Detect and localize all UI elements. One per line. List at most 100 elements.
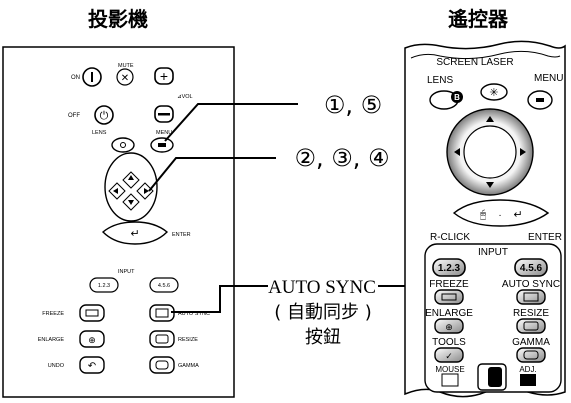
undo-icon: ↶ (88, 361, 96, 372)
mode-switch-knob[interactable] (488, 367, 502, 387)
remote-menu-label: MENU (534, 73, 563, 84)
projector-title: 投影機 (88, 7, 148, 31)
leader-line-auto-sync (171, 285, 268, 313)
remote-gamma-icon (523, 350, 539, 360)
remote-mouse-label: MOUSE (435, 365, 464, 374)
auto-sync-icon (155, 308, 169, 318)
lens-label: LENS (92, 130, 107, 136)
auto-sync-button[interactable] (149, 304, 175, 322)
remote-menu-icon (536, 98, 544, 102)
callout-auto-sync: AUTO SYNC (268, 277, 376, 298)
auto-sync-label: AUTO SYNC (178, 311, 210, 317)
enter-button[interactable] (101, 221, 169, 245)
mute-button[interactable] (116, 68, 134, 86)
remote-lens-label: LENS (427, 75, 453, 86)
remote-auto-sync-label: AUTO SYNC (502, 279, 560, 290)
remote-resize-button[interactable] (516, 318, 546, 334)
minus-icon (158, 113, 170, 116)
remote-right-arrow-icon (520, 148, 526, 156)
enter-icon: ↵ (130, 228, 139, 240)
remote-b-button[interactable] (451, 91, 463, 103)
remote-input-123-label: 1.2.3 (438, 263, 461, 274)
r-click-label: R-CLICK (430, 232, 470, 243)
lens-icon (120, 142, 126, 148)
menu-label: MENU (156, 130, 172, 136)
power-icon: ⏻ (100, 110, 109, 122)
right-arrow-icon (144, 188, 149, 194)
remote-auto-sync-button[interactable] (516, 289, 546, 305)
adjust-mode-icon (520, 374, 536, 386)
magnify-icon: ⊕ (88, 335, 96, 345)
r-click-enter-pill[interactable] (452, 199, 550, 227)
lens-button[interactable] (111, 137, 135, 153)
plus-icon: + (160, 68, 168, 84)
enter-label: ENTER (172, 232, 191, 238)
remote-tools-label: TOOLS (432, 337, 466, 348)
remote-tools-button[interactable] (434, 347, 464, 363)
menu-icon (158, 143, 166, 147)
resize-label: RESIZE (178, 337, 198, 343)
remote-enlarge-button[interactable] (434, 318, 464, 334)
resize-icon (155, 334, 169, 344)
tools-icon: ✓ (445, 351, 453, 361)
gamma-label: GAMMA (178, 363, 199, 369)
input-123-button[interactable] (89, 277, 119, 293)
remote-freeze-icon (441, 293, 457, 301)
mute-label: MUTE (118, 63, 134, 69)
remote-gamma-label: GAMMA (512, 337, 550, 348)
remote-down-arrow-icon (486, 182, 494, 188)
remote-title: 遙控器 (448, 7, 509, 31)
input-456-button[interactable] (149, 277, 179, 293)
remote-magnify-icon: ⊕ (445, 322, 453, 332)
off-button[interactable] (94, 105, 114, 125)
up-arrow-icon (128, 175, 134, 180)
screen-laser-label: SCREEN LASER (436, 57, 513, 68)
callout-step-1-5: ①, ⑤ (324, 91, 382, 119)
undo-button[interactable] (79, 356, 105, 374)
off-label: OFF (68, 113, 80, 119)
remote-gamma-button[interactable] (516, 347, 546, 363)
callout-auto-sync-chinese: ( 自動同步 ) (274, 302, 372, 323)
remote-left-arrow-icon (454, 148, 460, 156)
remote-enlarge-label: ENLARGE (425, 308, 473, 319)
remote-input-456-label: 4.5.6 (520, 263, 543, 274)
remote-enter-icon: ↵ (513, 209, 522, 221)
freeze-button[interactable] (79, 304, 105, 322)
remote-auto-sync-icon (523, 292, 539, 302)
gamma-button[interactable] (149, 356, 175, 374)
volume-up-button[interactable] (154, 67, 174, 85)
on-label: ON (71, 75, 80, 81)
on-icon (91, 72, 93, 82)
gamma-icon (155, 360, 169, 370)
remote-freeze-button[interactable] (434, 289, 464, 305)
down-arrow-icon (128, 200, 134, 205)
freeze-icon (85, 309, 99, 317)
input-456-label: 4.5.6 (158, 283, 170, 289)
left-arrow-icon (113, 188, 118, 194)
remote-input-123-button[interactable] (432, 258, 466, 277)
freeze-label: FREEZE (42, 311, 64, 317)
undo-label: UNDO (48, 363, 65, 369)
enlarge-button[interactable] (79, 330, 105, 348)
input-label: INPUT (118, 269, 135, 275)
mouse-icon: 🖰 (480, 208, 487, 221)
remote-adj-label: ADJ. (519, 365, 536, 374)
remote-resize-icon (523, 321, 539, 331)
remote-input-456-button[interactable] (514, 258, 548, 277)
projector-panel (2, 46, 235, 398)
input-123-label: 1.2.3 (98, 283, 110, 289)
laser-button[interactable] (480, 83, 508, 101)
mute-icon: ✕ (121, 73, 129, 84)
enlarge-label: ENLARGE (38, 337, 65, 343)
resize-button[interactable] (149, 330, 175, 348)
callout-step-2-3-4: ②, ③, ④ (294, 144, 389, 172)
remote-resize-label: RESIZE (513, 308, 549, 319)
laser-icon: ✳ (489, 87, 498, 99)
remote-top-edge (410, 50, 561, 60)
callout-button-label: 按鈕 (305, 327, 341, 348)
leader-line-menu (164, 103, 298, 142)
remote-enter-label: ENTER (528, 232, 562, 243)
remote-dpad-center[interactable] (463, 125, 517, 179)
separator-dot: · (498, 210, 501, 221)
